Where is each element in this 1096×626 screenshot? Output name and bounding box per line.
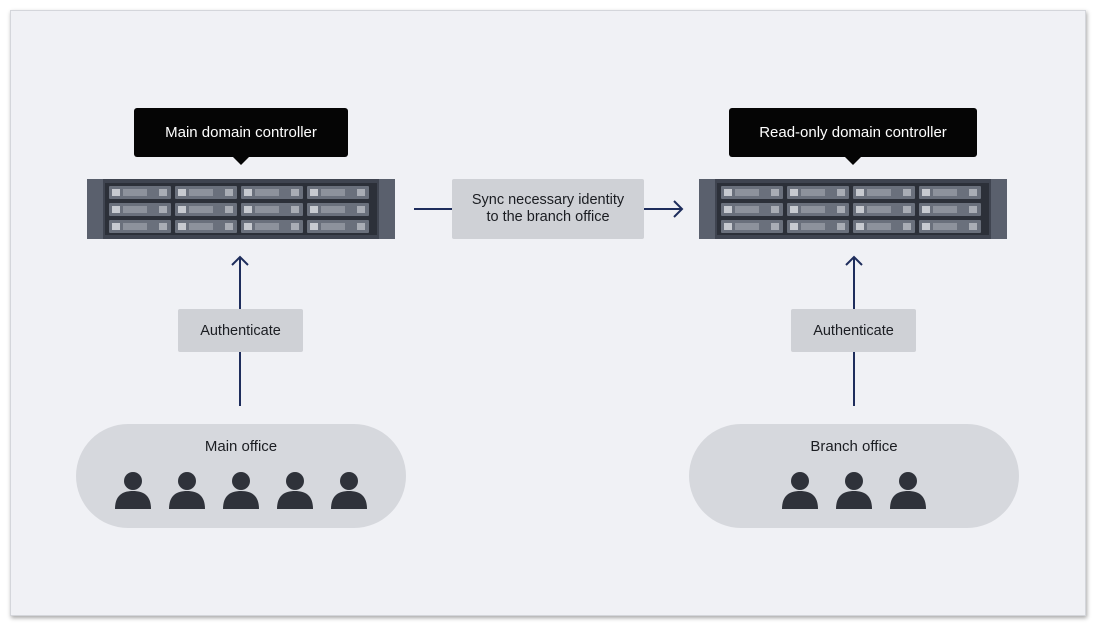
drive-bay — [787, 186, 849, 199]
main-office-group: Main office — [76, 424, 406, 528]
person-icon — [782, 472, 818, 509]
drive-bay — [241, 186, 303, 199]
drive-bay — [721, 220, 783, 233]
drive-bay — [109, 186, 171, 199]
sync-label-line2: to the branch office — [486, 209, 610, 225]
main-auth-arrowhead — [231, 255, 249, 266]
branch-office-group: Branch office — [689, 424, 1019, 528]
drive-bay — [853, 203, 915, 216]
drive-bay — [175, 186, 237, 199]
person-icon — [277, 472, 313, 509]
main-authenticate-label: Authenticate — [200, 322, 281, 339]
branch-office-title: Branch office — [810, 438, 898, 455]
drive-bay — [853, 186, 915, 199]
sync-arrowhead — [673, 200, 684, 218]
drive-bay — [853, 220, 915, 233]
drive-bay — [307, 203, 369, 216]
person-icon — [115, 472, 151, 509]
drive-bay — [721, 203, 783, 216]
drive-bay — [307, 220, 369, 233]
person-icon — [223, 472, 259, 509]
drive-bay — [919, 203, 981, 216]
branch-authenticate-box: Authenticate — [791, 309, 916, 352]
main-office-people — [76, 471, 406, 509]
drive-bay — [241, 203, 303, 216]
sync-label-line1: Sync necessary identity — [471, 192, 625, 208]
person-icon — [836, 472, 872, 509]
drive-bay — [109, 220, 171, 233]
branch-auth-arrowhead — [845, 255, 863, 266]
branch-office-people — [689, 471, 1019, 509]
drive-bay — [175, 220, 237, 233]
person-icon — [169, 472, 205, 509]
drive-bay — [175, 203, 237, 216]
drive-bay — [109, 203, 171, 216]
drive-bay — [787, 220, 849, 233]
main-server-rack-icon — [87, 179, 395, 239]
drive-bay — [307, 186, 369, 199]
readonly-controller-callout: Read-only domain controller — [729, 108, 977, 165]
sync-label-box: Sync necessary identity to the branch of… — [452, 179, 644, 239]
main-authenticate-box: Authenticate — [178, 309, 303, 352]
person-icon — [331, 472, 367, 509]
drive-bay — [721, 186, 783, 199]
readonly-controller-callout-text: Read-only domain controller — [759, 124, 947, 141]
drive-bay — [919, 186, 981, 199]
drive-bay — [787, 203, 849, 216]
branch-authenticate-label: Authenticate — [813, 322, 894, 339]
drive-bay — [241, 220, 303, 233]
main-office-title: Main office — [204, 438, 278, 455]
main-controller-callout: Main domain controller — [134, 108, 348, 165]
person-icon — [890, 472, 926, 509]
drive-bay — [919, 220, 981, 233]
readonly-server-rack-icon — [699, 179, 1007, 239]
main-controller-callout-text: Main domain controller — [165, 124, 317, 141]
